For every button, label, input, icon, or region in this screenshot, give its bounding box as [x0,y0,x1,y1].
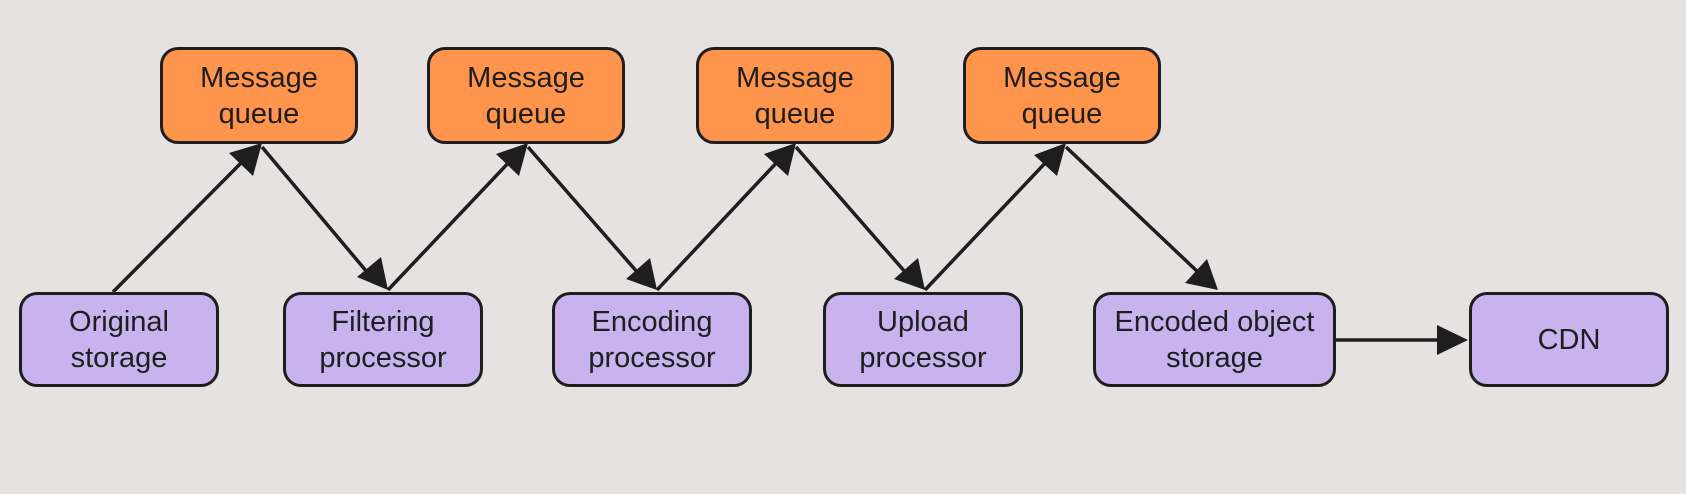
edge-encoding-processor-to-queue-3 [655,143,796,292]
cdn-node[interactable]: CDN [1469,292,1669,387]
encoding-processor-node[interactable]: Encoding processor [552,292,752,387]
encoded-object-storage-node[interactable]: Encoded object storage [1093,292,1336,387]
edge-queue-3-to-upload-processor [794,145,925,290]
edge-encoded-object-storage-to-cdn [1336,325,1468,355]
edge-queue-4-to-encoded-object-storage [1064,145,1218,290]
edge-filtering-processor-to-queue-2 [386,143,528,292]
edge-upload-processor-to-queue-4 [923,143,1066,292]
upload-processor-node[interactable]: Upload processor [823,292,1023,387]
edge-original-storage-to-queue-1 [111,143,262,294]
message-queue-3[interactable]: Message queue [696,47,894,144]
edge-queue-2-to-encoding-processor [526,145,657,290]
message-queue-4[interactable]: Message queue [963,47,1161,144]
original-storage-node[interactable]: Original storage [19,292,219,387]
message-queue-1[interactable]: Message queue [160,47,358,144]
filtering-processor-node[interactable]: Filtering processor [283,292,483,387]
message-queue-2[interactable]: Message queue [427,47,625,144]
edge-queue-1-to-filtering-processor [260,145,388,290]
